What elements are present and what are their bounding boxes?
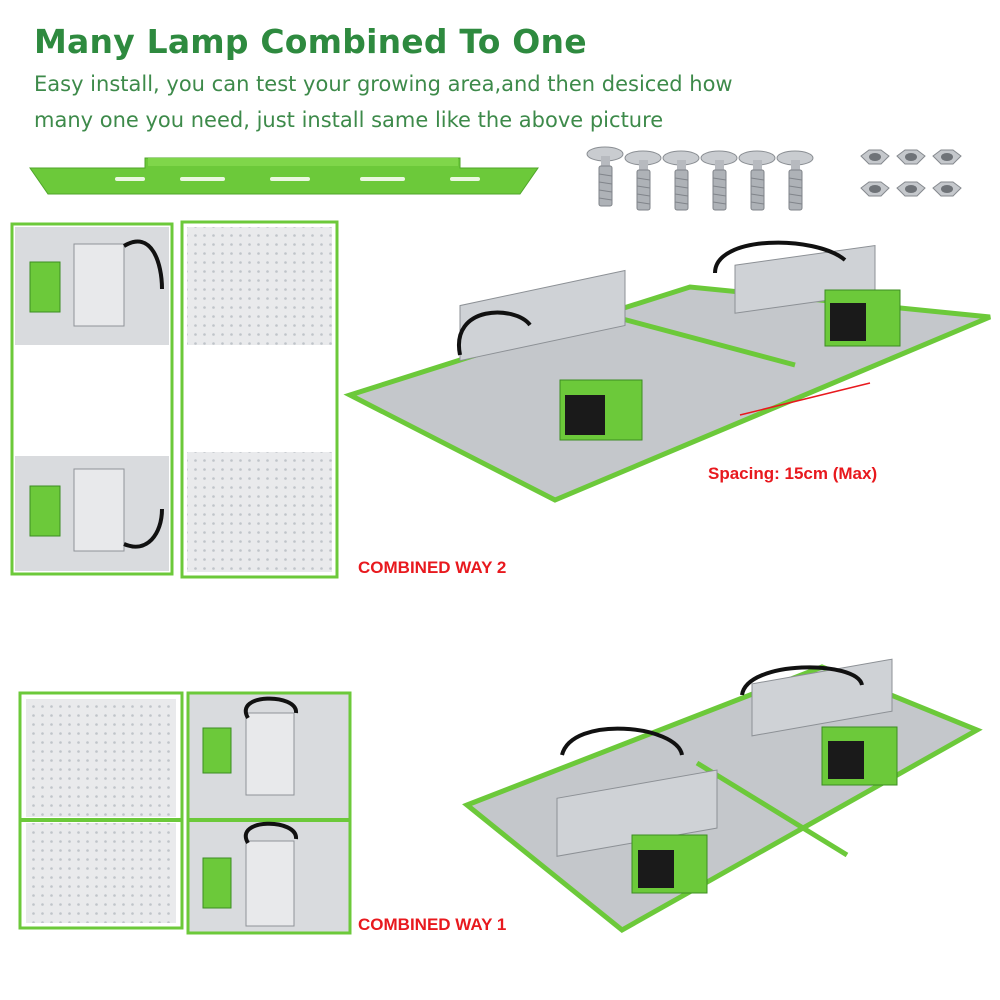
way2-driver-side-view xyxy=(10,222,174,576)
spacing-label: Spacing: 15cm (Max) xyxy=(708,464,878,483)
way1-perspective-image xyxy=(462,658,983,934)
combined-way-1-label: COMBINED WAY 1 xyxy=(358,915,507,934)
description-line-2: many one you need, just install same lik… xyxy=(34,108,664,132)
way1-led-side-view xyxy=(18,691,184,930)
way1-driver-side-view xyxy=(186,691,352,935)
description-line-1: Easy install, you can test your growing … xyxy=(34,72,733,96)
wing-screws-image xyxy=(586,146,814,211)
mounting-bar-image xyxy=(29,157,539,195)
combined-way-2-label: COMBINED WAY 2 xyxy=(358,558,507,577)
page-title: Many Lamp Combined To One xyxy=(34,22,587,61)
way2-led-side-view xyxy=(180,220,339,579)
hex-nuts-image xyxy=(860,149,962,197)
way2-perspective-image xyxy=(343,240,991,503)
